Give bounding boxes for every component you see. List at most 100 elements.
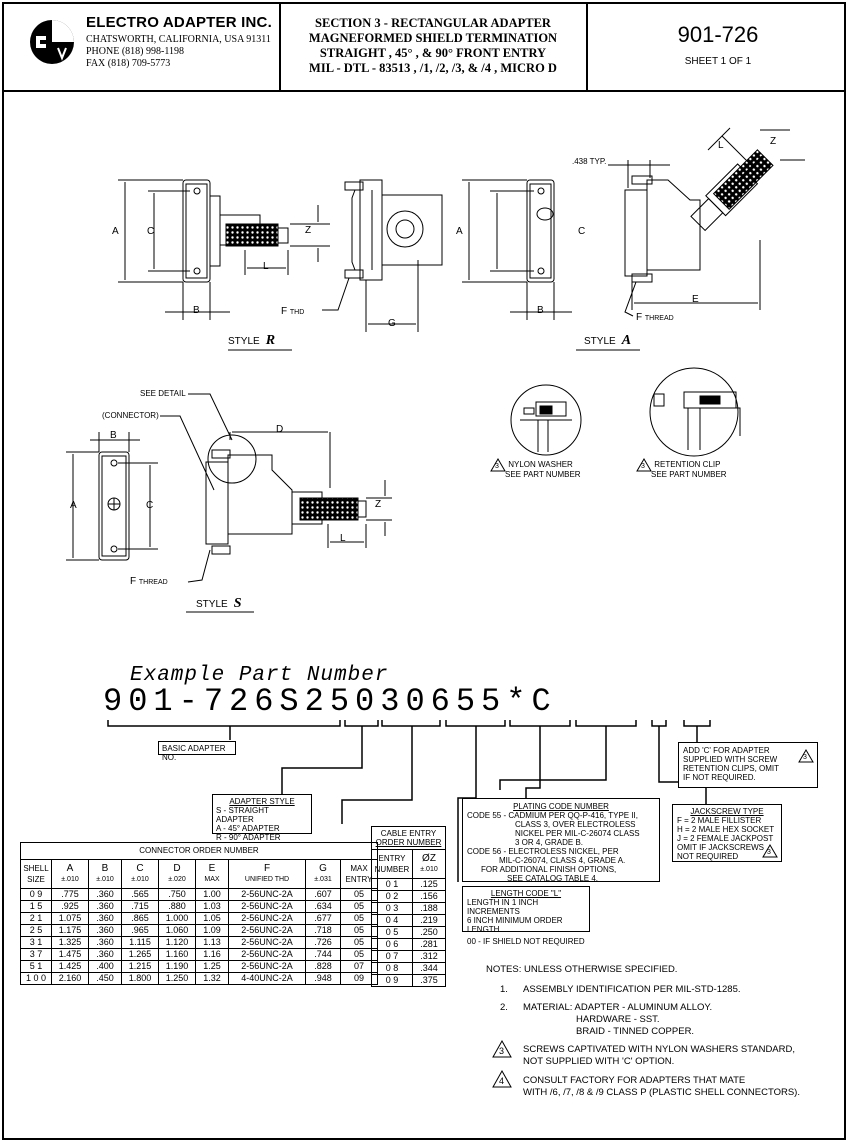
retention-clip-label: 3 RETENTION CLIP	[636, 458, 720, 472]
table-cell: 0 2	[371, 890, 413, 903]
note-4-triangle-icon: 4	[492, 1070, 512, 1088]
dim-f-label: F THREAD	[130, 576, 168, 587]
note-1: ASSEMBLY IDENTIFICATION PER MIL-STD-1285…	[523, 984, 741, 995]
note-2-material: MATERIAL: ADAPTER - ALUMINUM ALLOY.	[523, 1002, 713, 1013]
table-cell: .250	[412, 926, 446, 939]
table-cell: 0 5	[371, 926, 413, 939]
plating-code-callout: PLATING CODE NUMBER CODE 55 - CADMIUM PE…	[462, 798, 660, 883]
title-block: ELECTRO ADAPTER INC. CHATSWORTH, CALIFOR…	[2, 2, 846, 92]
table-cell: 2 5	[20, 924, 52, 937]
table-cell: 0 7	[371, 950, 413, 963]
dim-z-label: Z	[305, 225, 312, 236]
table-cell: 1.800	[121, 972, 159, 985]
basic-adapter-callout: BASIC ADAPTER NO.	[158, 741, 236, 762]
order-table-header: G±.031	[305, 859, 341, 889]
table-cell: .400	[88, 960, 122, 973]
table-cell: 1.425	[51, 960, 89, 973]
section-title-line: STRAIGHT , 45° , & 90° FRONT ENTRY	[319, 46, 547, 60]
section-title-line: MAGNEFORMED SHIELD TERMINATION	[308, 31, 558, 45]
table-cell: 4-40UNC-2A	[228, 972, 306, 985]
table-row: 0 4.219	[371, 914, 446, 927]
table-cell: .188	[412, 902, 446, 915]
table-cell: .775	[51, 888, 89, 901]
table-row: 0 1.125	[371, 878, 446, 891]
table-cell: 1.25	[195, 960, 229, 973]
table-cell: .360	[88, 912, 122, 925]
table-cell: 1.09	[195, 924, 229, 937]
dim-a-label: A	[112, 226, 119, 237]
table-cell: .125	[412, 878, 446, 891]
dim-b-label: B	[110, 430, 117, 441]
order-table-header: D±.020	[158, 859, 196, 889]
dim-f-label: F THD	[281, 306, 305, 317]
title-divider	[279, 2, 281, 90]
table-cell: .828	[305, 960, 341, 973]
typ-dimension-label: .438 TYP.	[572, 157, 607, 166]
see-detail-label: SEE DETAIL	[140, 389, 186, 398]
table-cell: 1.060	[158, 924, 196, 937]
dim-b-label: B	[537, 305, 544, 316]
table-cell: 1.265	[121, 948, 159, 961]
table-cell: 1.190	[158, 960, 196, 973]
company-name: ELECTRO ADAPTER INC.	[86, 14, 272, 31]
table-cell: 2-56UNC-2A	[228, 960, 306, 973]
table-cell: .156	[412, 890, 446, 903]
note-3-triangle-icon: 3	[492, 1040, 512, 1058]
dim-c-label: C	[147, 226, 155, 237]
table-cell: .360	[88, 924, 122, 937]
table-cell: .925	[51, 900, 89, 913]
note-2-hardware: HARDWARE - SST.	[576, 1014, 660, 1025]
dim-c-label: C	[146, 500, 154, 511]
table-row: 0 9.375	[371, 974, 446, 987]
table-row: 0 7.312	[371, 950, 446, 963]
dim-c-label: C	[578, 226, 586, 237]
dim-a-label: A	[456, 226, 463, 237]
dim-g-label: G	[388, 318, 396, 329]
nylon-washer-note: SEE PART NUMBER	[505, 470, 581, 479]
table-cell: .726	[305, 936, 341, 949]
table-cell: .344	[412, 962, 446, 975]
table-cell: .312	[412, 950, 446, 963]
title-divider	[586, 2, 588, 90]
document-number: 901-726	[677, 22, 759, 47]
table-cell: 1.175	[51, 924, 89, 937]
order-table-title: CONNECTOR ORDER NUMBER	[20, 842, 378, 860]
table-cell: .744	[305, 948, 341, 961]
table-cell: 3 7	[20, 948, 52, 961]
example-title: Example Part Number	[130, 664, 389, 687]
style-r-side-view	[322, 179, 443, 332]
table-row: 0 2.156	[371, 890, 446, 903]
dim-l-label: L	[340, 533, 346, 544]
table-cell: .948	[305, 972, 341, 985]
note-3-triangle-icon: 3	[490, 458, 506, 472]
company-phone: PHONE (818) 998-1198	[86, 46, 184, 57]
table-cell: .565	[121, 888, 159, 901]
dim-d-label: D	[276, 424, 284, 435]
table-cell: 2-56UNC-2A	[228, 948, 306, 961]
table-cell: 1.115	[121, 936, 159, 949]
note-number: 1.	[500, 984, 508, 995]
style-s-side-view	[160, 393, 392, 583]
table-cell: 0 8	[371, 962, 413, 975]
style-a-side-view	[608, 127, 805, 317]
company-address: CHATSWORTH, CALIFORNIA, USA 91311	[86, 34, 271, 45]
style-s-front-view	[66, 432, 158, 561]
table-cell: 1.000	[158, 912, 196, 925]
table-cell: 1.325	[51, 936, 89, 949]
dim-a-label: A	[70, 500, 77, 511]
table-cell: 2-56UNC-2A	[228, 936, 306, 949]
note-2-braid: BRAID - TINNED COPPER.	[576, 1026, 695, 1037]
table-cell: 1.03	[195, 900, 229, 913]
retention-clip-note: SEE PART NUMBER	[651, 470, 727, 479]
table-cell: 2-56UNC-2A	[228, 888, 306, 901]
